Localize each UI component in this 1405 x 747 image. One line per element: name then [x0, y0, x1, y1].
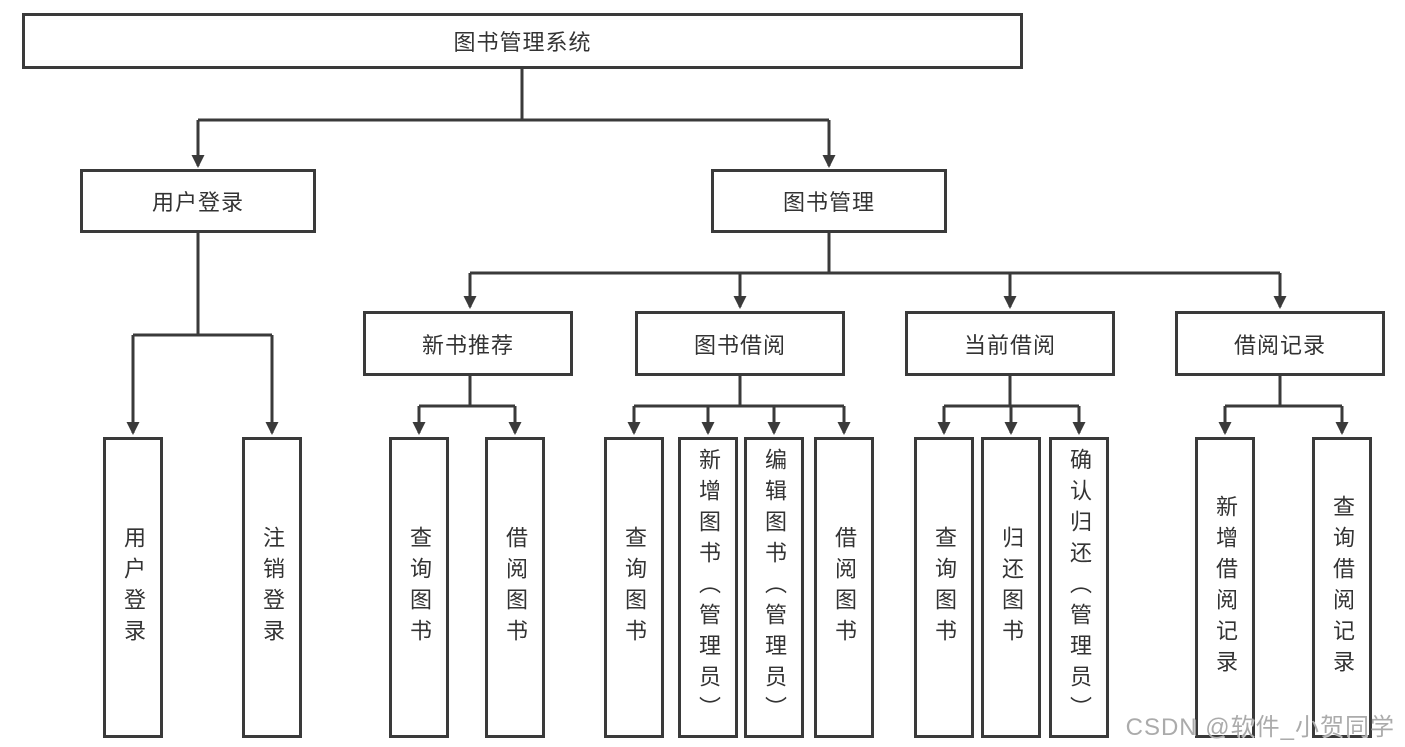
node-library-management-system: 图书管理系统 — [22, 13, 1023, 69]
leaf-records-add-record: 新增借阅记录 — [1195, 437, 1255, 738]
leaf-user-login: 用户登录 — [103, 437, 163, 738]
leaf-current-query-books: 查询图书 — [914, 437, 974, 738]
leaf-records-query-record: 查询借阅记录 — [1312, 437, 1372, 738]
node-borrowing-records: 借阅记录 — [1175, 311, 1385, 376]
leaf-recommend-borrow-books: 借阅图书 — [485, 437, 545, 738]
leaf-borrowing-edit-books-admin: 编辑图书（管理员） — [744, 437, 804, 738]
node-current-borrowing: 当前借阅 — [905, 311, 1115, 376]
leaf-current-return-books: 归还图书 — [981, 437, 1041, 738]
watermark-csdn: CSDN @软件_小贺同学 — [1125, 714, 1395, 741]
node-book-management: 图书管理 — [711, 169, 947, 233]
node-book-borrowing: 图书借阅 — [635, 311, 845, 376]
leaf-current-confirm-return-admin: 确认归还（管理员） — [1049, 437, 1109, 738]
leaf-borrowing-query-books: 查询图书 — [604, 437, 664, 738]
connector-trunks — [133, 69, 1342, 408]
leaf-borrowing-add-books-admin: 新增图书（管理员） — [678, 437, 738, 738]
leaf-logout: 注销登录 — [242, 437, 302, 738]
leaf-borrowing-borrow-books: 借阅图书 — [814, 437, 874, 738]
node-user-login: 用户登录 — [80, 169, 316, 233]
leaf-recommend-query-books: 查询图书 — [389, 437, 449, 738]
node-new-book-recommend: 新书推荐 — [363, 311, 573, 376]
